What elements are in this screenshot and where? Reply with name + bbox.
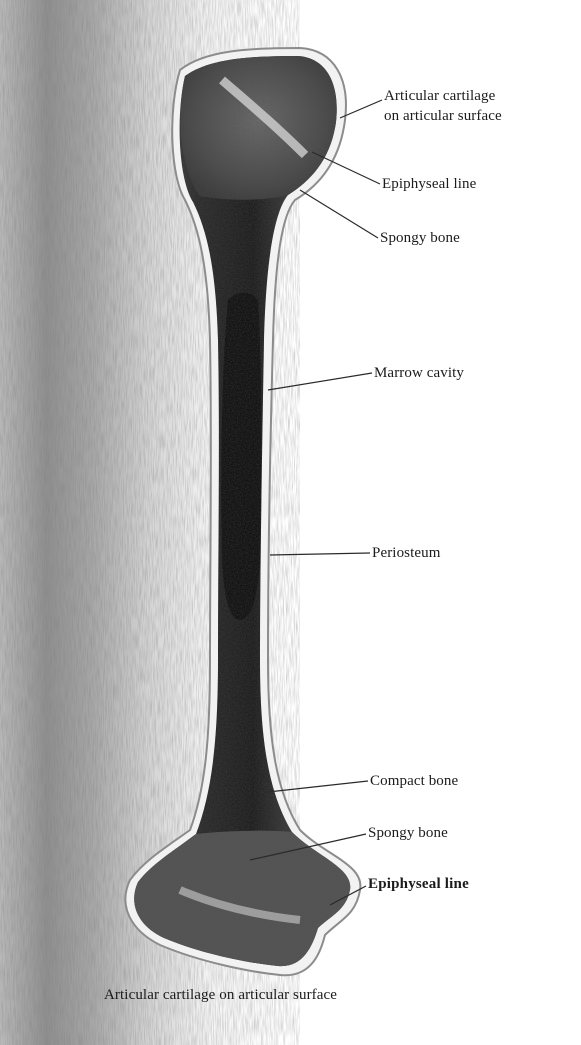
label-epiphyseal-line-bottom: Epiphyseal line <box>368 874 469 894</box>
label-spongy-bone-top: Spongy bone <box>380 228 460 248</box>
label-spongy-bone-bottom: Spongy bone <box>368 823 448 843</box>
label-articular-cartilage-top-1: Articular cartilage <box>384 86 495 106</box>
label-articular-cartilage-bottom: Articular cartilage on articular surface <box>104 985 337 1005</box>
label-periosteum: Periosteum <box>372 543 441 563</box>
label-compact-bone: Compact bone <box>370 771 458 791</box>
label-articular-cartilage-top-2: on articular surface <box>384 106 502 126</box>
label-marrow-cavity: Marrow cavity <box>374 363 464 383</box>
label-epiphyseal-line-top: Epiphyseal line <box>382 174 476 194</box>
